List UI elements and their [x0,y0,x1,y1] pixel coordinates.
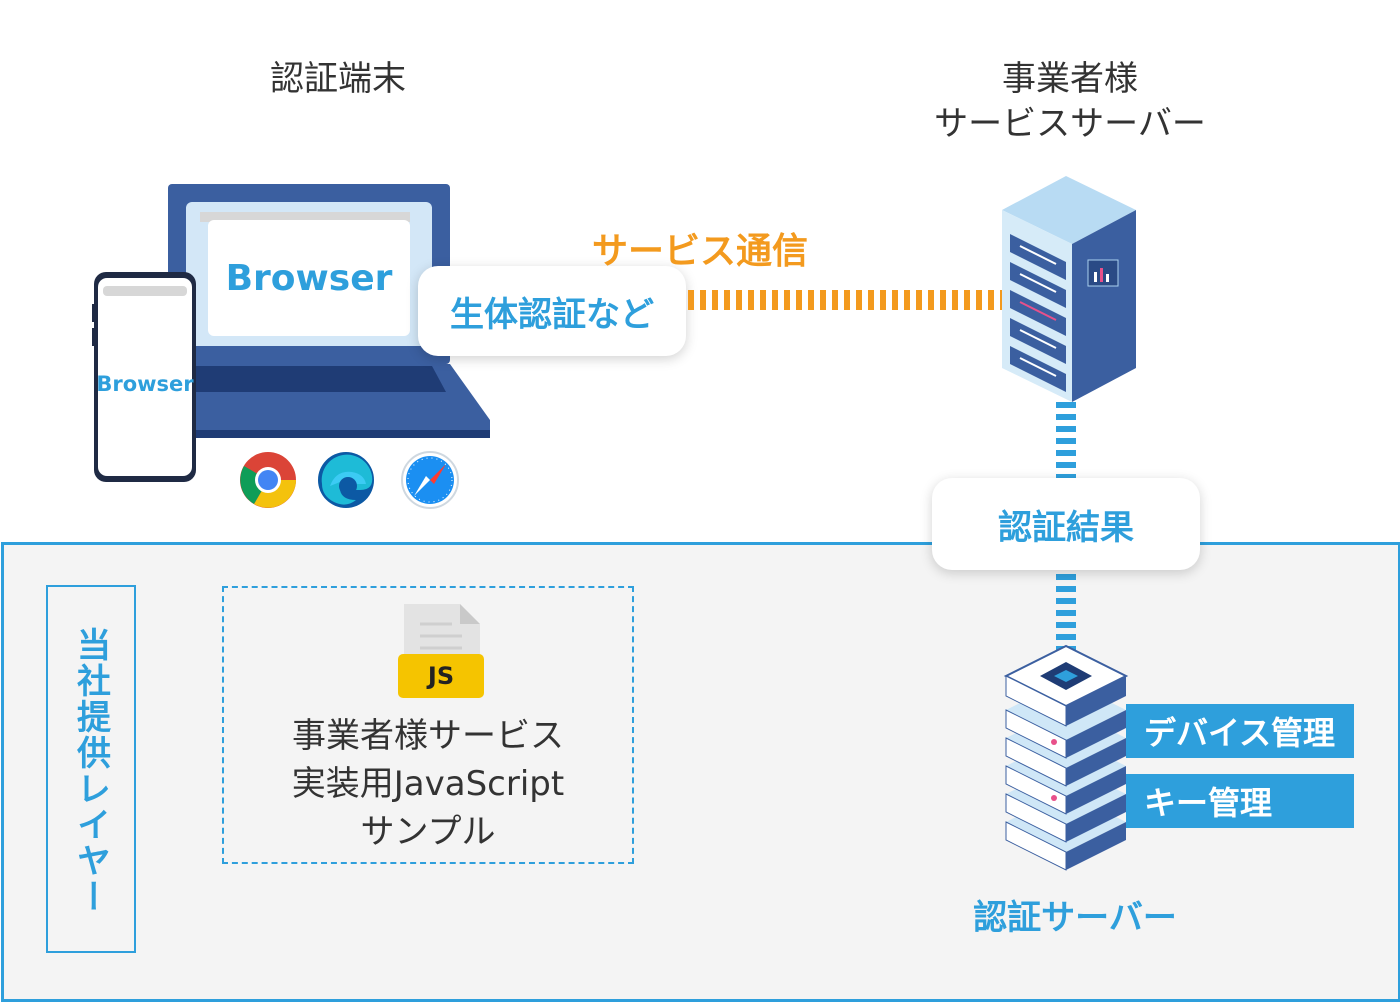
provided-layer-label-box: 当社提供レイヤー [46,585,136,953]
js-sample-box [222,586,634,864]
auth-result-line-lower [1056,574,1076,650]
service-comm-line [688,290,1002,310]
js-sample-line1: 事業者様サービス [292,716,564,756]
service-server-title-line1: 事業者様 [1002,59,1138,99]
safari-icon [401,451,459,509]
auth-result-pill: 認証結果 [932,478,1200,570]
laptop-browser-window: Browser [208,220,410,336]
phone-browser-window: Browser [96,298,194,470]
edge-icon [318,452,374,508]
key-management-tag: キー管理 [1126,774,1354,828]
auth-result-line-upper [1056,402,1076,482]
auth-server-stack-icon [1003,644,1129,871]
js-badge: JS [427,662,455,690]
chrome-icon [240,452,296,508]
biometric-auth-pill: 生体認証など [418,266,686,356]
js-sample-description: 事業者様サービス 実装用JavaScript サンプル [222,712,634,856]
service-comm-label: サービス通信 [592,231,809,272]
provided-layer-panel [1,542,1400,1002]
device-management-tag: デバイス管理 [1126,704,1354,758]
auth-server-title: 認証サーバー [973,898,1177,938]
js-sample-line3: サンプル [360,812,496,852]
service-server-rack-icon [1002,176,1136,402]
terminal-title: 認証端末 [270,59,406,99]
provided-layer-label: 当社提供レイヤー [70,627,111,915]
js-sample-line2: 実装用JavaScript [291,764,565,804]
service-server-title-line2: サービスサーバー [934,104,1206,144]
js-file-icon [398,604,484,698]
